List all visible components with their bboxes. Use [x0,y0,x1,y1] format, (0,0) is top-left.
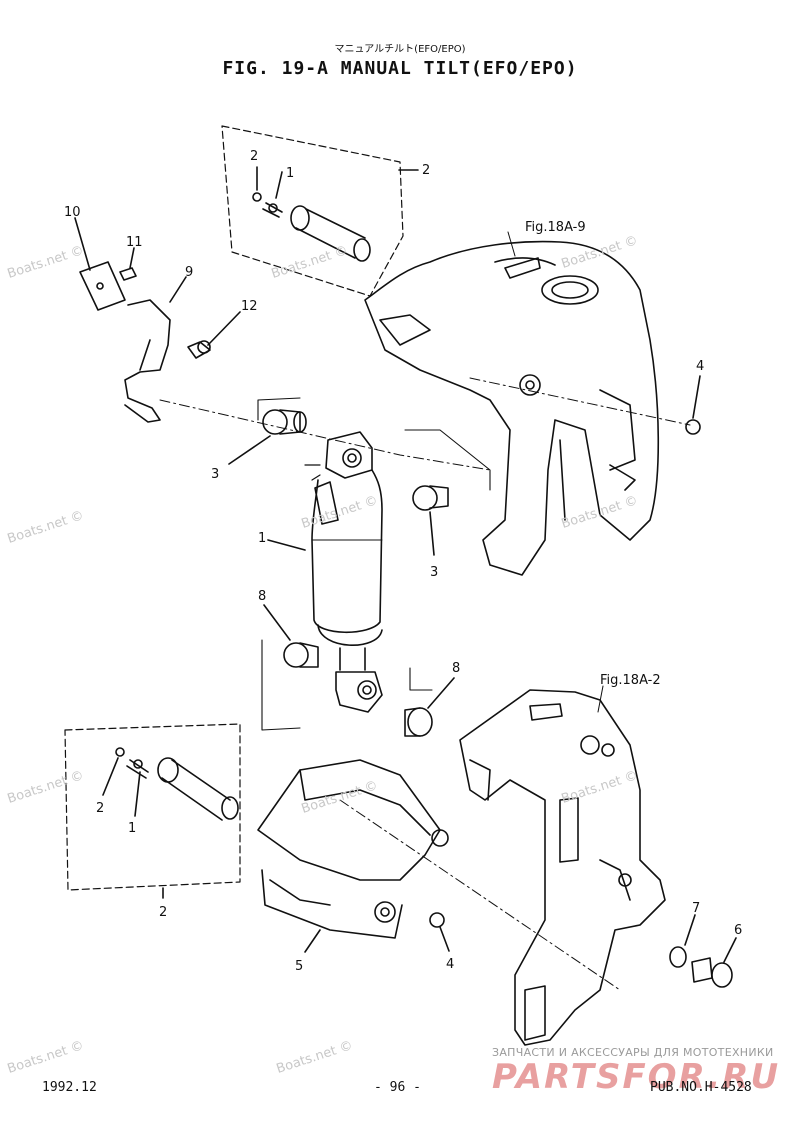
callout-4-top: 4 [696,359,704,374]
brand-name: PARTSFOR.RU [492,1057,781,1097]
callout-4-bottom: 4 [446,957,454,972]
bushing-3-right-part [412,485,449,511]
bracket-9-part [124,299,171,423]
callout-9: 9 [185,265,193,280]
circlip-bottom-part [429,912,445,928]
callout-2-bottom-b: 2 [159,905,167,920]
figure-title: FIG. 19-A MANUAL TILT(EFO/EPO) [222,58,578,79]
callout-5: 5 [295,959,303,974]
top-pin-group-box [221,125,404,297]
washer-part [669,946,687,968]
figure-ref-bottom: Fig.18A-2 [600,673,661,688]
tilt-cylinder-part [304,431,383,713]
bracket-plate-part [79,261,126,311]
callout-7: 7 [692,901,700,916]
lower-mount-part [257,759,449,939]
callout-1-top: 1 [286,166,294,181]
callout-2-top-a: 2 [250,149,258,164]
bolt-6-part [691,957,733,988]
footer-date: 1992.12 [42,1080,97,1095]
bolt-11-part [119,267,137,281]
callout-10: 10 [64,205,81,220]
clamp-bracket-part [459,689,666,1046]
top-pin-part [290,205,371,262]
footer-page-number: - 96 - [374,1080,421,1095]
bushing-3-left-part [262,409,307,435]
callout-8-left: 8 [258,589,266,604]
callout-2-bottom-a: 2 [96,801,104,816]
callout-1-mid: 1 [258,531,266,546]
callout-8-right: 8 [452,661,460,676]
figure-ref-top: Fig.18A-9 [525,220,586,235]
callout-2-top-b: 2 [422,163,430,178]
brand-watermark: ЗАПЧАСТИ И АКСЕССУАРЫ ДЛЯ МОТОТЕХНИКИ PA… [492,1046,792,1097]
brand-tagline: ЗАПЧАСТИ И АКСЕССУАРЫ ДЛЯ МОТОТЕХНИКИ [492,1046,774,1059]
bottom-pin-group-box [64,723,241,891]
callout-3-right: 3 [430,565,438,580]
footer-publication-number: PUB.NO.H-4528 [650,1080,752,1095]
callout-labels: 2 1 2 10 11 9 12 3 1 3 4 8 8 2 1 2 5 4 7… [64,149,742,974]
bottom-grease-nipple-parts [115,747,149,779]
circlip-top-part [685,419,701,435]
bushing-8-right-part [404,707,433,737]
callout-3-left: 3 [211,467,219,482]
figure-subtitle-jp: マニュアルチルト(EFO/EPO) [334,44,466,55]
bolt-12-part [187,340,211,359]
callout-6: 6 [734,923,742,938]
callout-12: 12 [241,299,258,314]
bottom-pin-part [157,757,239,821]
callout-11: 11 [126,235,143,250]
callout-1-bottom: 1 [128,821,136,836]
top-grease-nipple-parts [252,192,283,218]
swivel-bracket-part [364,240,660,576]
bushing-8-left-part [283,642,319,668]
